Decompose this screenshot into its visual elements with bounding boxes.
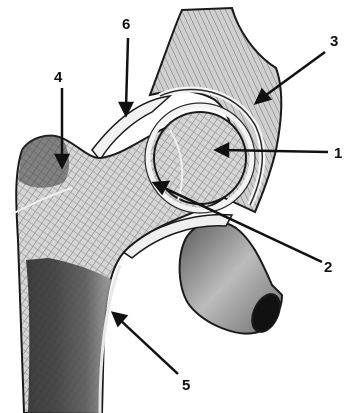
label-5: 5 bbox=[182, 377, 190, 394]
label-3: 3 bbox=[330, 33, 338, 50]
label-6: 6 bbox=[122, 16, 130, 33]
arrow-6 bbox=[126, 38, 128, 108]
label-2: 2 bbox=[324, 259, 332, 276]
label-1: 1 bbox=[334, 145, 342, 162]
arrow-5 bbox=[118, 318, 178, 374]
label-4: 4 bbox=[54, 69, 63, 86]
